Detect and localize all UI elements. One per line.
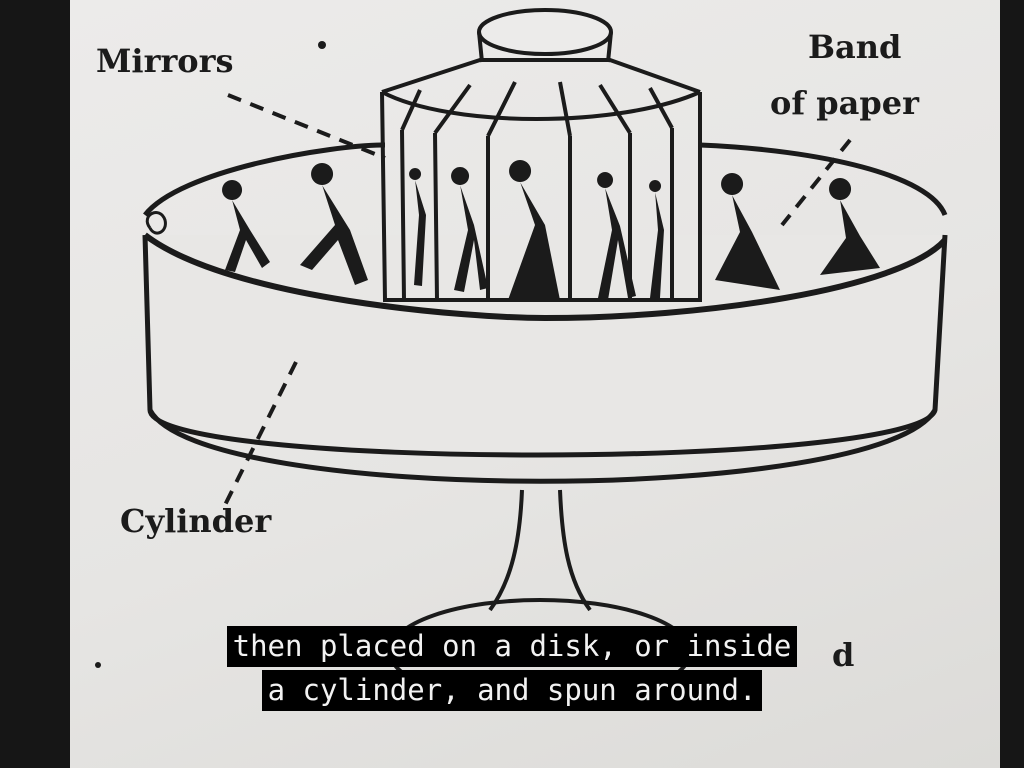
figure-6: [597, 172, 636, 300]
figure-3: [409, 168, 426, 286]
drum-top-rim-front: [143, 232, 948, 322]
band-leader: [780, 138, 852, 227]
pedestal-stem: [488, 489, 592, 612]
animation-figures: [222, 160, 880, 300]
figure-1: [222, 180, 270, 272]
figure-5: [508, 160, 560, 300]
dot-mark: [318, 41, 326, 49]
figure-7: [649, 180, 664, 298]
drum-top-rim-back: [143, 142, 948, 217]
leader-lines: [223, 93, 852, 506]
partial-label: d: [832, 636, 855, 674]
dot-mark-small: [95, 662, 101, 668]
band-label-line2: of paper: [770, 84, 919, 122]
mirrors-label: Mirrors: [96, 42, 234, 80]
drum-body: [142, 234, 948, 458]
figure-2: [300, 163, 368, 285]
caption-line-2: a cylinder, and spun around.: [261, 670, 763, 711]
drum-bottom-rim: [147, 408, 938, 484]
band-label-line1: Band: [808, 28, 902, 66]
mirror-prism: [380, 8, 702, 302]
caption-line-1: then placed on a disk, or inside: [226, 626, 798, 667]
subtitle-caption: then placed on a disk, or inside a cylin…: [0, 626, 1024, 714]
cylinder-leader: [223, 361, 298, 506]
figure-9: [820, 178, 880, 275]
cylinder-label: Cylinder: [120, 502, 272, 540]
figure-4: [451, 167, 488, 292]
mirrors-leader: [227, 93, 386, 160]
rim-curl: [145, 211, 167, 235]
figure-8: [715, 173, 780, 290]
